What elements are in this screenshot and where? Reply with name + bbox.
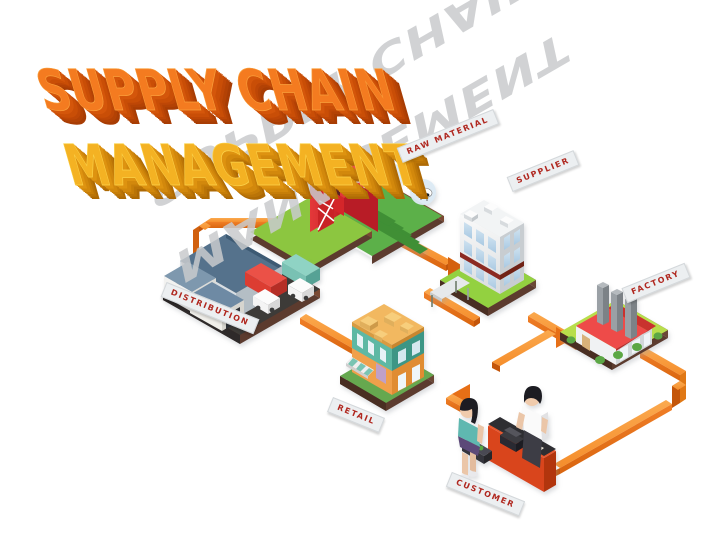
node-factory[interactable] xyxy=(560,282,668,370)
cash-register-icon xyxy=(500,427,524,452)
retail-upper-windows xyxy=(357,333,420,364)
rooftop-crates xyxy=(360,312,414,342)
node-retail[interactable] xyxy=(340,304,434,411)
cow-icon xyxy=(410,179,436,205)
pipe-factory-to-customer xyxy=(554,348,686,474)
awning-icon xyxy=(346,357,374,379)
truck-icon xyxy=(245,263,287,314)
bushes xyxy=(566,332,663,364)
truck-icon-2 xyxy=(282,254,320,302)
smokestack-icon xyxy=(597,282,637,339)
chicken-icon xyxy=(376,162,402,188)
barn xyxy=(310,158,378,232)
node-raw-material[interactable] xyxy=(250,158,444,274)
customer-person xyxy=(458,398,484,480)
pipe-customer-stub xyxy=(556,468,560,476)
node-supplier[interactable] xyxy=(430,200,536,316)
retail-ground-windows xyxy=(376,363,420,391)
rooftop-units xyxy=(464,203,514,228)
node-customer[interactable] xyxy=(458,386,556,492)
entrance-canopy xyxy=(430,276,470,307)
pipe-factory-return xyxy=(492,330,556,372)
pipe-distribution-to-retail xyxy=(300,314,358,354)
cashier-person xyxy=(516,386,549,468)
